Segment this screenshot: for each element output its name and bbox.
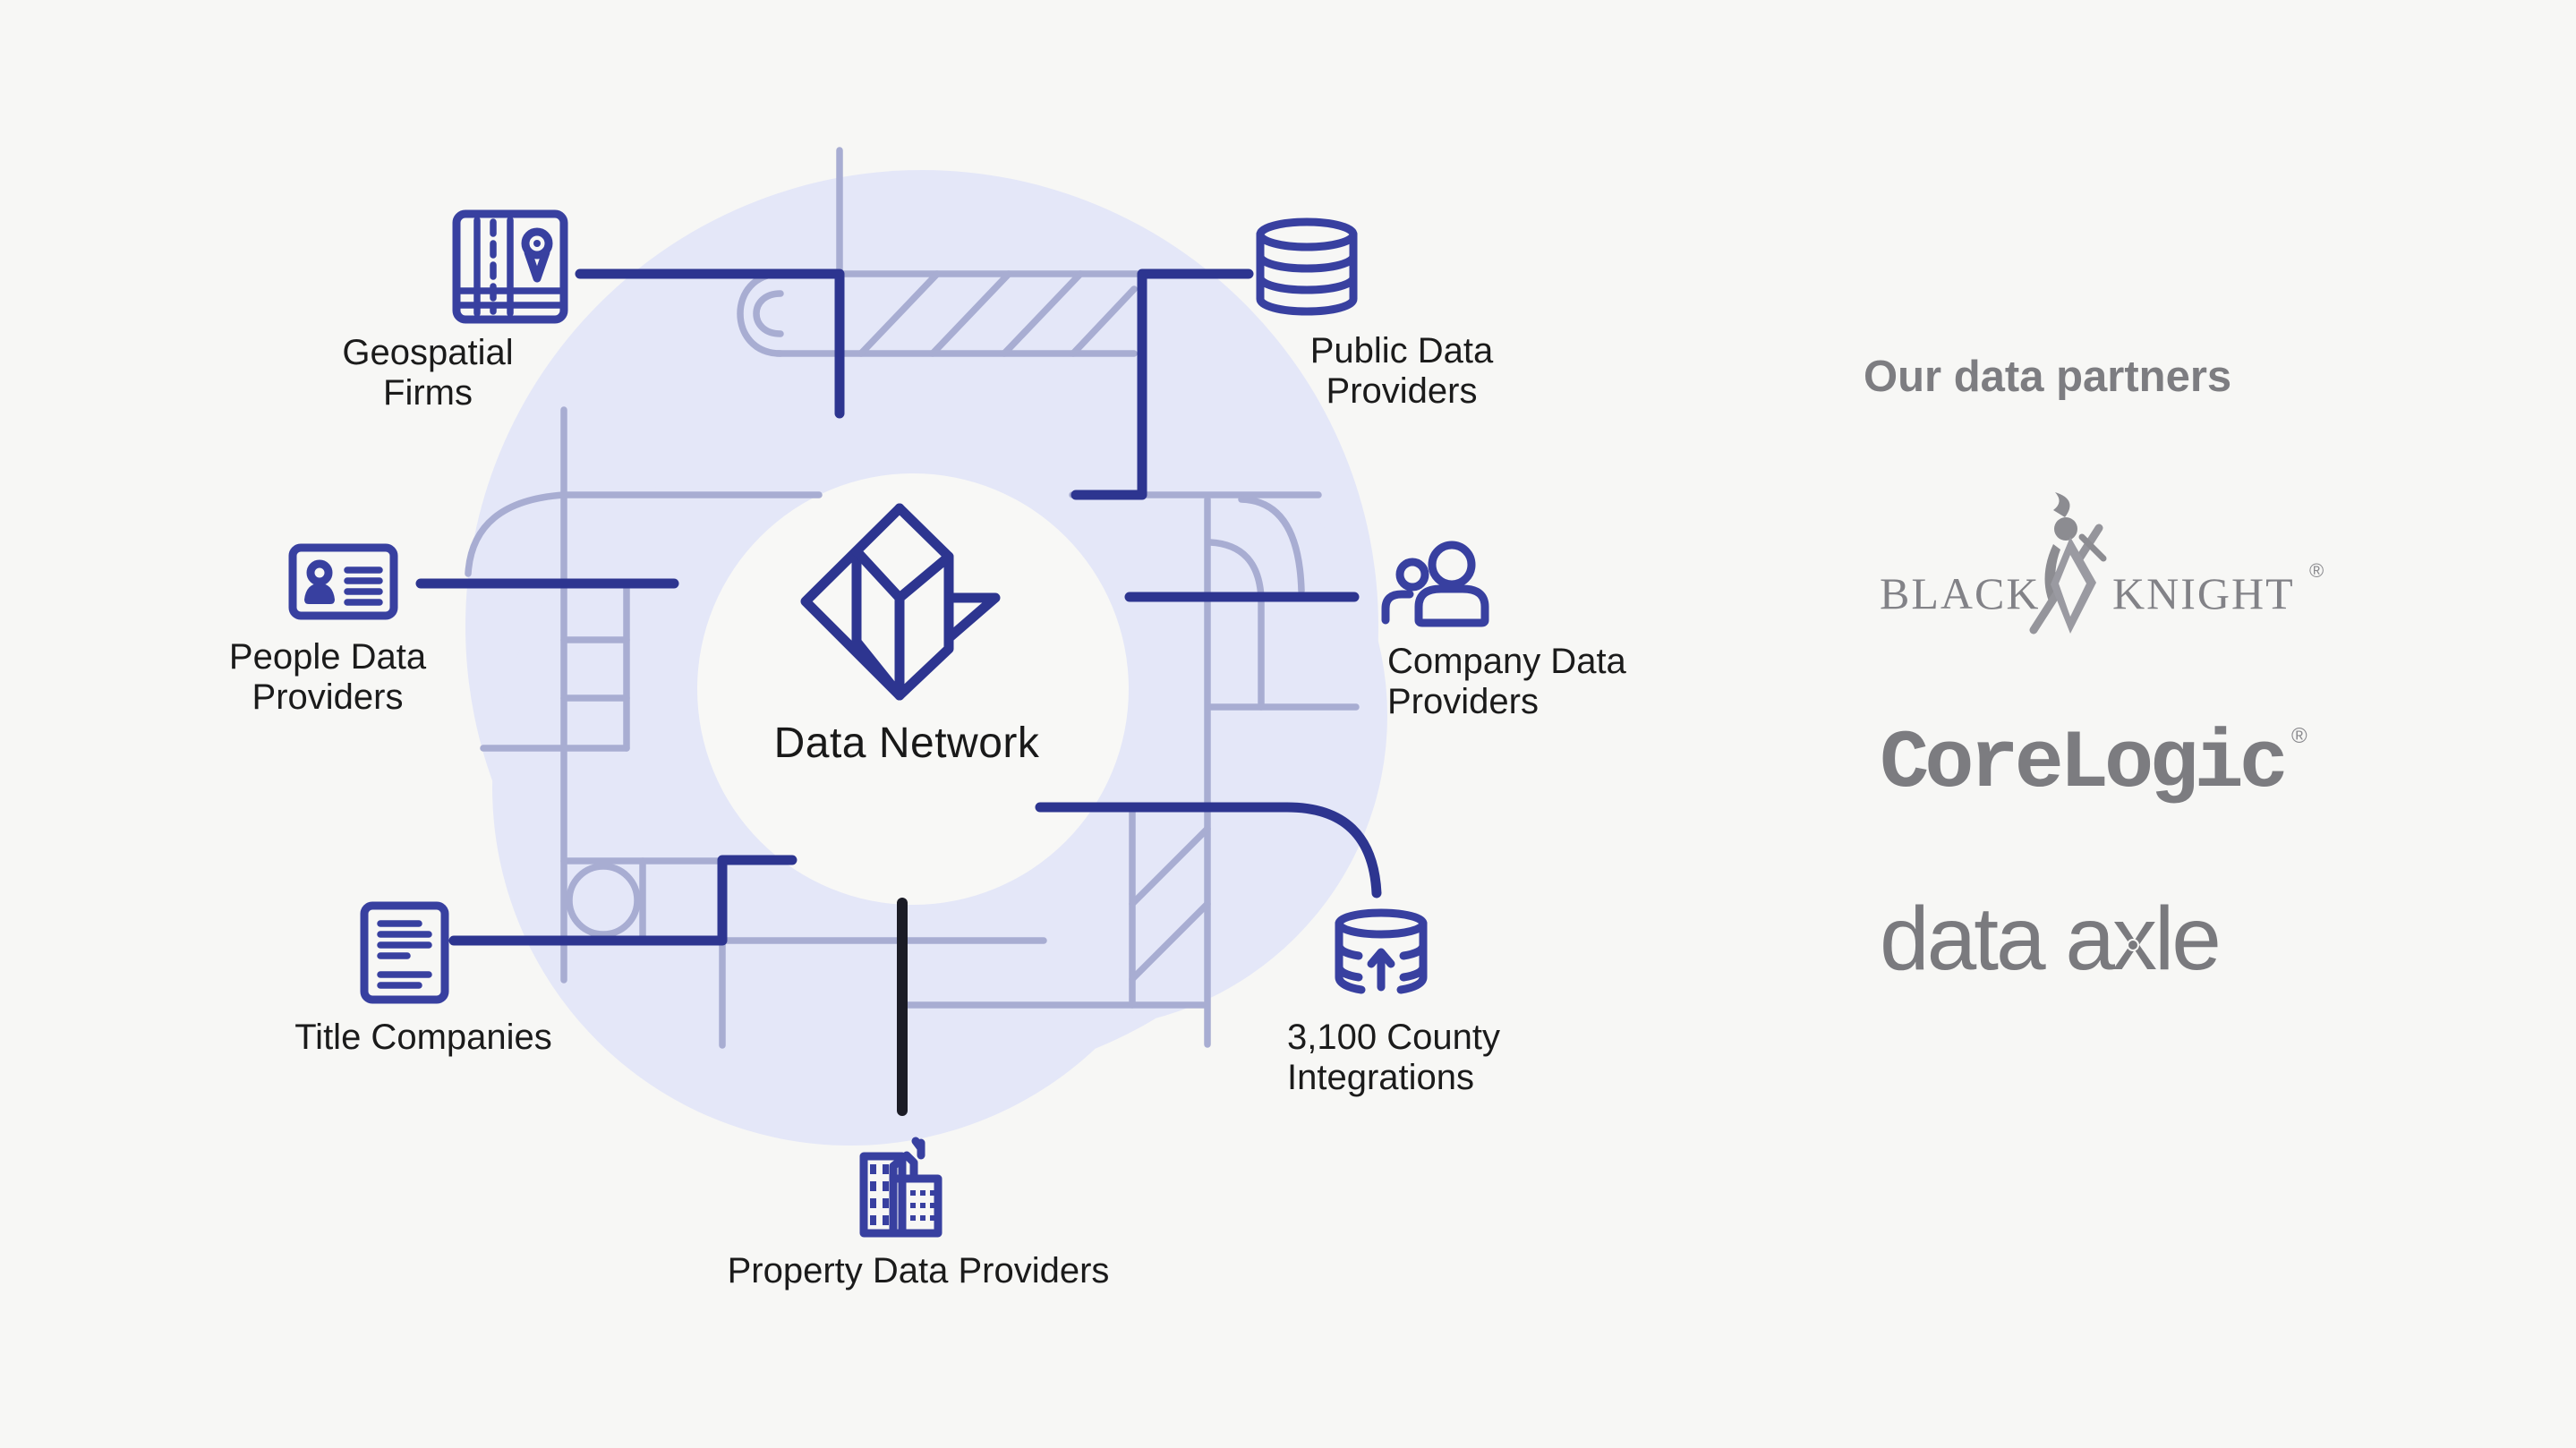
knight-figure-icon bbox=[2029, 492, 2107, 635]
people-icon bbox=[1381, 541, 1489, 627]
node-labels: Geospatial Firms Public Data Providers P… bbox=[229, 331, 1627, 1290]
data-axle-wordmark: data axle bbox=[1880, 889, 2219, 989]
connector-public-data bbox=[1070, 268, 1254, 500]
label-public-data-line2: Providers bbox=[1326, 371, 1478, 411]
database-upload-icon bbox=[1335, 908, 1428, 994]
label-county-integrations-line2: Integrations bbox=[1287, 1058, 1474, 1097]
connector-county-integrations bbox=[1035, 802, 1382, 899]
network-circle-background bbox=[465, 170, 1387, 1146]
label-people-data-line1: People Data bbox=[229, 637, 427, 677]
corelogic-wordmark: CoreLogic bbox=[1880, 717, 2284, 811]
black-knight-word-right: KNIGHT bbox=[2112, 568, 2295, 618]
data-axle-x-dot bbox=[2128, 941, 2137, 950]
black-knight-registered: ® bbox=[2309, 559, 2324, 582]
partners-panel: Our data partners BLACK KNIGHT ® CoreLog… bbox=[1864, 353, 2324, 989]
label-company-data-line1: Company Data bbox=[1387, 642, 1627, 681]
label-people-data-line2: Providers bbox=[252, 677, 404, 717]
black-knight-word-left: BLACK bbox=[1880, 568, 2040, 618]
id-card-icon bbox=[288, 543, 398, 620]
label-title-companies: Title Companies bbox=[294, 1018, 552, 1057]
label-public-data-line1: Public Data bbox=[1310, 331, 1494, 371]
data-axle-logo: data axle bbox=[1880, 889, 2222, 989]
cherre-diamond-logo bbox=[800, 503, 1001, 701]
label-county-integrations-line1: 3,100 County bbox=[1287, 1018, 1500, 1057]
connector-title-companies bbox=[448, 855, 798, 946]
connector-geospatial bbox=[575, 268, 845, 419]
map-location-icon bbox=[452, 209, 568, 324]
document-icon bbox=[360, 901, 449, 1004]
label-property-data: Property Data Providers bbox=[728, 1251, 1110, 1290]
corelogic-registered: ® bbox=[2291, 724, 2307, 748]
label-company-data-line2: Providers bbox=[1387, 682, 1539, 721]
label-geospatial-firms-line1: Geospatial bbox=[342, 333, 513, 372]
corelogic-logo: CoreLogic ® bbox=[1880, 717, 2307, 811]
partners-heading: Our data partners bbox=[1864, 353, 2231, 401]
maze-pattern bbox=[465, 147, 1360, 1049]
label-geospatial-firms-line2: Firms bbox=[383, 373, 473, 413]
center-label: Data Network bbox=[774, 720, 1040, 767]
black-knight-logo: BLACK KNIGHT ® bbox=[1880, 492, 2324, 635]
database-icon bbox=[1256, 217, 1358, 316]
connector-lines bbox=[415, 268, 1382, 946]
buildings-icon bbox=[859, 1137, 943, 1238]
